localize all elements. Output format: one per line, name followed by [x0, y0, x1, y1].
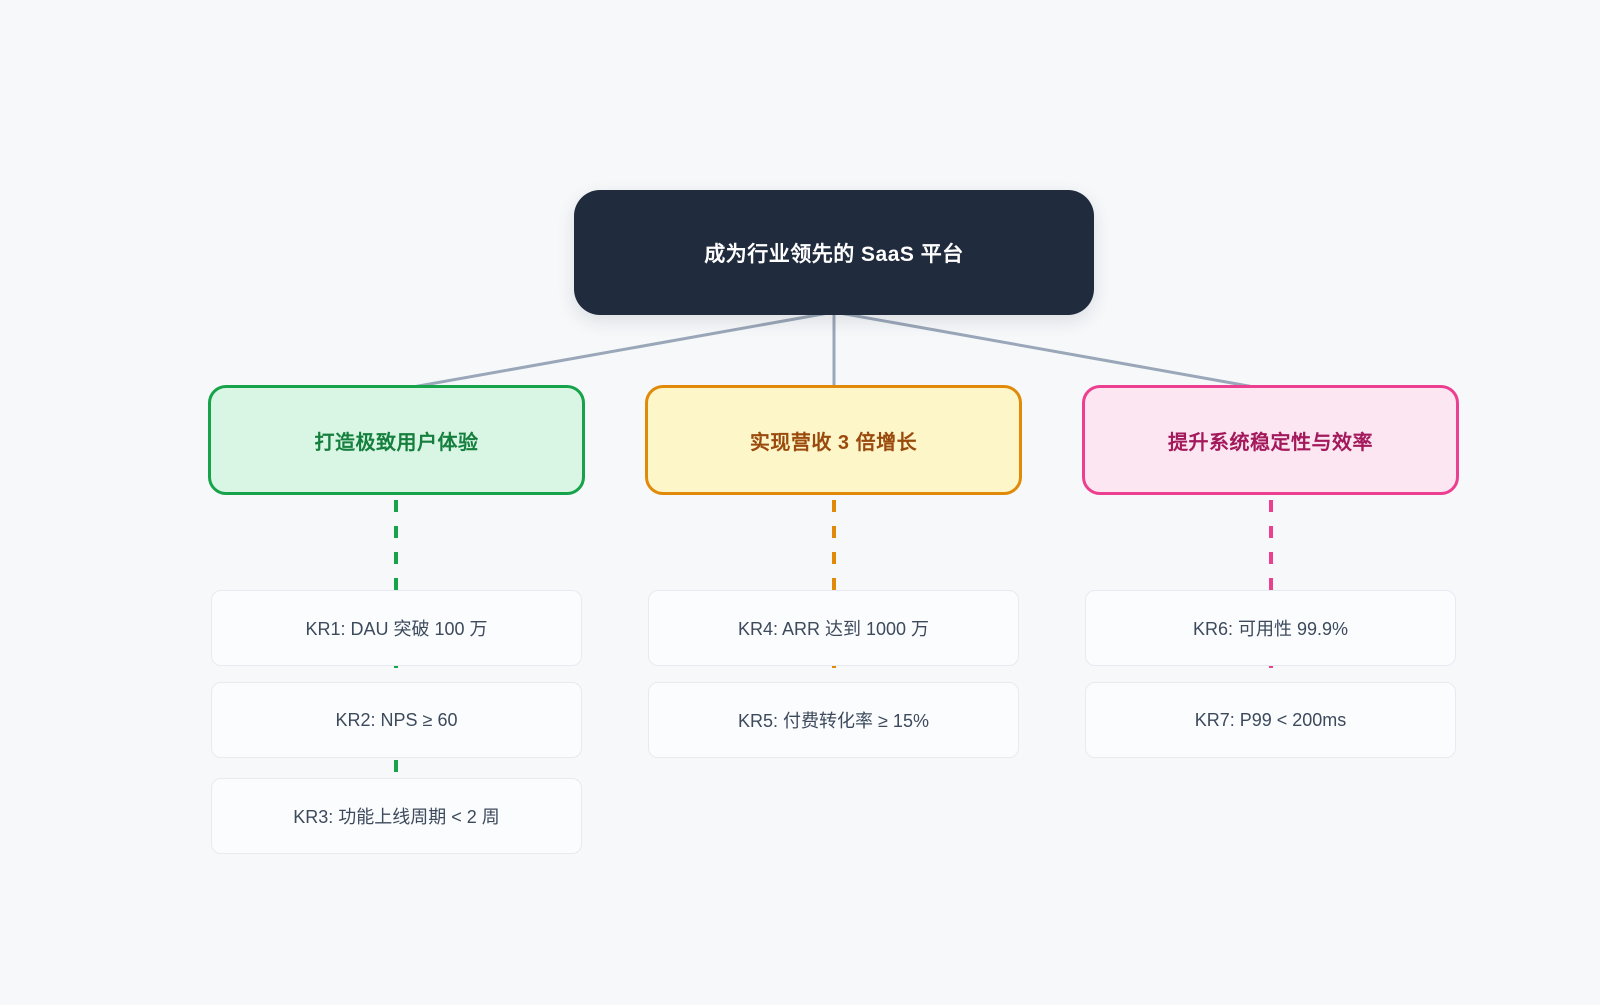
kr-card-kr7[interactable]: KR7: P99 < 200ms [1085, 682, 1456, 758]
objective-label: 提升系统稳定性与效率 [1168, 431, 1373, 454]
kr-label: KR4: ARR 达到 1000 万 [737, 619, 930, 639]
kr-card-kr3[interactable]: KR3: 功能上线周期 < 2 周 [211, 778, 582, 854]
root-objective-label: 成为行业领先的 SaaS 平台 [704, 242, 964, 266]
kr-label: KR3: 功能上线周期 < 2 周 [293, 807, 500, 827]
objective-label: 实现营收 3 倍增长 [749, 431, 918, 454]
objective-node-system-stability[interactable]: 提升系统稳定性与效率 [1082, 385, 1459, 495]
kr-label: KR6: 可用性 99.9% [1192, 619, 1349, 639]
objective-label: 打造极致用户体验 [314, 431, 479, 454]
objective-node-user-experience[interactable]: 打造极致用户体验 [208, 385, 585, 495]
kr-label: KR7: P99 < 200ms [1194, 709, 1347, 730]
link-root-to-objective-1 [395, 310, 835, 392]
root-objective-node[interactable]: 成为行业领先的 SaaS 平台 [574, 190, 1094, 315]
kr-label: KR2: NPS ≥ 60 [335, 709, 458, 730]
kr-card-kr2[interactable]: KR2: NPS ≥ 60 [211, 682, 582, 758]
kr-label: KR5: 付费转化率 ≥ 15% [738, 711, 929, 731]
objective-node-revenue-growth[interactable]: 实现营收 3 倍增长 [645, 385, 1022, 495]
kr-card-kr1[interactable]: KR1: DAU 突破 100 万 [211, 590, 582, 666]
link-root-to-objective-3 [833, 310, 1272, 392]
kr-label: KR1: DAU 突破 100 万 [305, 619, 488, 639]
kr-card-kr4[interactable]: KR4: ARR 达到 1000 万 [648, 590, 1019, 666]
kr-card-kr5[interactable]: KR5: 付费转化率 ≥ 15% [648, 682, 1019, 758]
kr-card-kr6[interactable]: KR6: 可用性 99.9% [1085, 590, 1456, 666]
